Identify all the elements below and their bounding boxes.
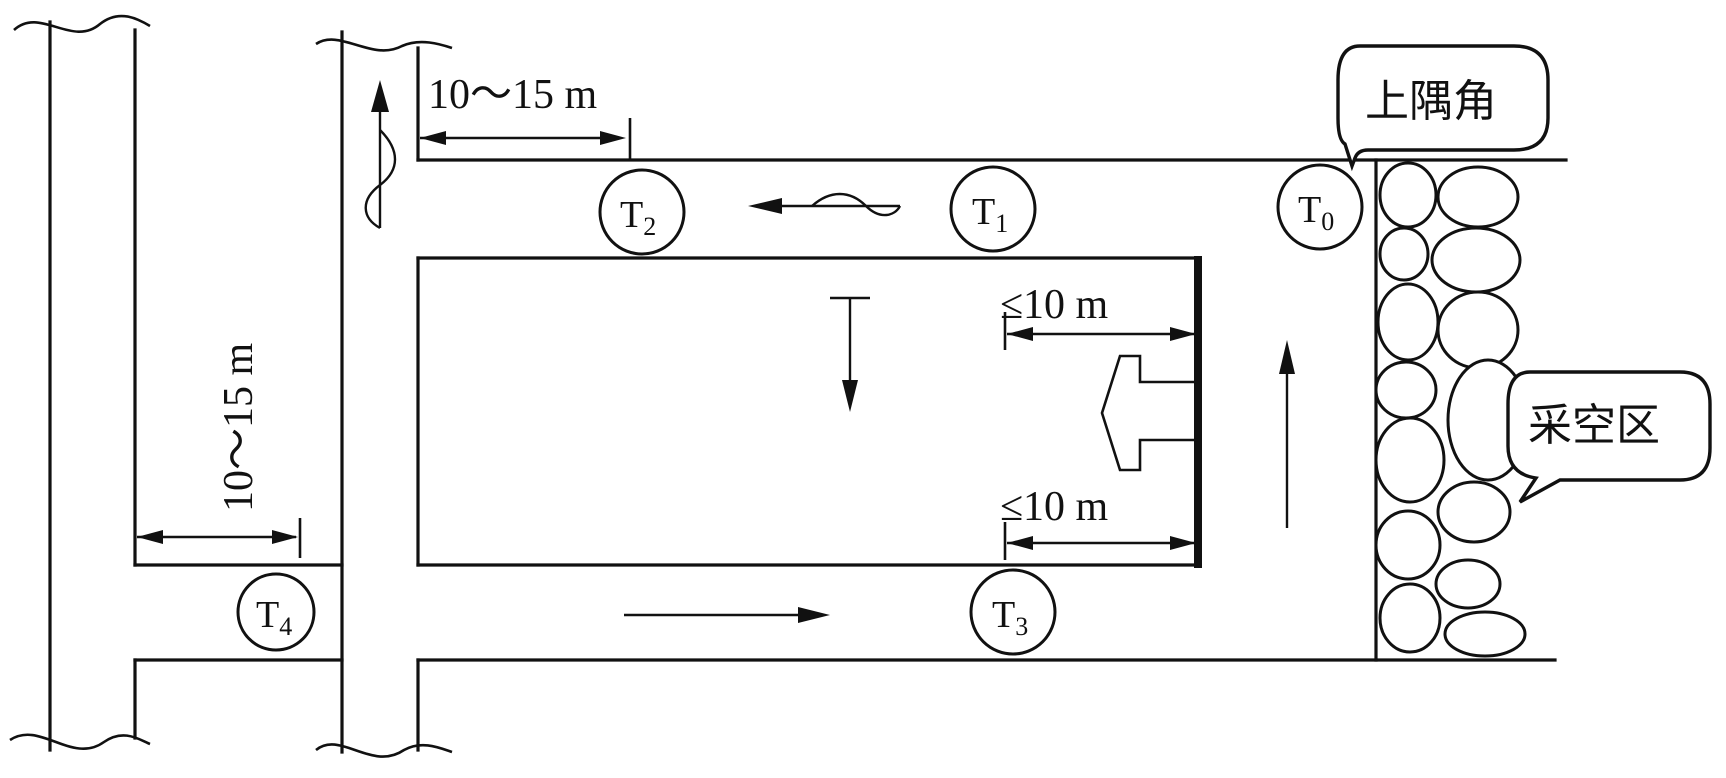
break-line-bottom-left bbox=[9, 733, 151, 750]
headgate bbox=[416, 563, 1557, 662]
point-t2-label: T2 bbox=[620, 194, 656, 241]
point-t4: T4 bbox=[236, 572, 316, 652]
airflow-right-arrow bbox=[624, 607, 830, 623]
upper-corner-label: 上隅角 bbox=[1365, 76, 1497, 127]
break-line-top-left bbox=[13, 14, 151, 33]
airflow-up-arrow bbox=[364, 80, 397, 230]
top-offset-label: 10～15 m bbox=[428, 72, 598, 118]
goaf-label: 采空区 bbox=[1528, 400, 1660, 451]
airflow-left-arrow bbox=[748, 192, 902, 217]
callout-upper-corner: 上隅角 bbox=[1336, 44, 1550, 172]
point-t3: T3 bbox=[969, 568, 1057, 656]
working-face bbox=[1194, 158, 1378, 662]
dimension-lines bbox=[137, 118, 1196, 560]
point-t0: T0 bbox=[1276, 163, 1364, 251]
main-roadway bbox=[315, 30, 453, 758]
upper-limit-label: ≤10 m bbox=[1000, 282, 1109, 328]
lower-limit-label: ≤10 m bbox=[1000, 484, 1109, 530]
airflow-arrows bbox=[364, 80, 1295, 623]
left-offset-label: 10～15 m bbox=[216, 342, 262, 512]
callout-goaf: 采空区 bbox=[1506, 370, 1712, 504]
airflow-up-face-arrow bbox=[1279, 340, 1295, 528]
point-t1-label: T1 bbox=[972, 191, 1008, 238]
goaf-rocks bbox=[1374, 161, 1530, 658]
advance-arrow bbox=[1100, 354, 1198, 472]
point-t1: T1 bbox=[949, 165, 1037, 253]
break-line-bottom-main bbox=[315, 743, 453, 758]
point-t4-label: T4 bbox=[256, 594, 292, 641]
point-t0-label: T0 bbox=[1298, 189, 1334, 236]
point-t3-label: T3 bbox=[992, 594, 1028, 641]
point-t2: T2 bbox=[598, 168, 686, 256]
break-line-top-main bbox=[315, 38, 453, 52]
left-entry bbox=[9, 14, 151, 752]
crosscut bbox=[133, 563, 344, 662]
airflow-down-arrow bbox=[830, 296, 870, 412]
